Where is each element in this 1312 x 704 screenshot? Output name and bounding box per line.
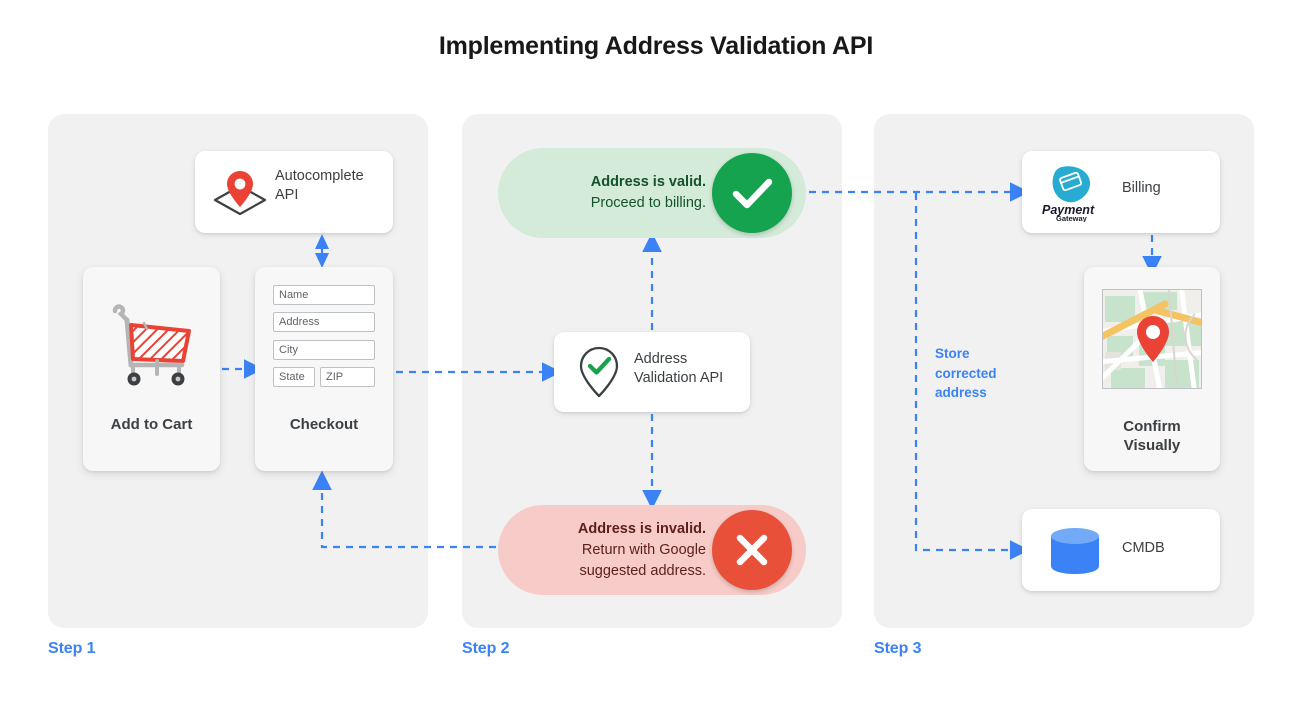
svg-text:Payment: Payment <box>1042 203 1095 217</box>
map-thumbnail-icon <box>1102 289 1202 389</box>
step-1-label: Step 1 <box>48 640 96 657</box>
step-2-label: Step 2 <box>462 640 510 657</box>
address-field[interactable]: Address <box>273 312 375 332</box>
add-to-cart-card[interactable]: Add to Cart <box>83 267 220 471</box>
cmdb-label: CMDB <box>1122 540 1165 556</box>
close-icon <box>736 534 768 566</box>
name-field[interactable]: Name <box>273 285 375 305</box>
zip-field[interactable]: ZIP <box>320 367 375 387</box>
state-field[interactable]: State <box>273 367 315 387</box>
autocomplete-api-card[interactable]: Autocomplete API <box>195 151 393 233</box>
city-field[interactable]: City <box>273 340 375 360</box>
address-validation-api-card[interactable]: Address Validation API <box>554 332 750 412</box>
store-corrected-address-caption: Store corrected address <box>935 346 997 400</box>
billing-card[interactable]: Payment Gateway Billing <box>1022 151 1220 233</box>
autocomplete-api-label: Autocomplete API <box>275 168 364 203</box>
check-icon <box>732 178 773 209</box>
cmdb-card[interactable]: CMDB <box>1022 509 1220 591</box>
shopping-cart-icon <box>112 304 191 386</box>
add-to-cart-label: Add to Cart <box>110 416 193 433</box>
database-cylinder-icon <box>1051 528 1099 574</box>
address-invalid-text: Address is invalid. Return with Google s… <box>577 521 706 579</box>
invalid-close-badge <box>712 510 792 590</box>
address-validation-api-label: Address Validation API <box>634 351 724 386</box>
svg-text:Gateway: Gateway <box>1056 214 1088 222</box>
page-title: Implementing Address Validation API <box>438 32 874 60</box>
confirm-visually-label: Confirm Visually <box>1123 418 1181 454</box>
confirm-visually-card[interactable]: Confirm Visually <box>1084 267 1220 471</box>
valid-check-badge <box>712 153 792 233</box>
address-valid-text: Address is valid. Proceed to billing. <box>590 174 706 211</box>
payment-gateway-logo: Payment Gateway <box>1042 166 1095 222</box>
map-pin-diamond-icon <box>213 171 267 216</box>
checkout-card[interactable]: Name Address City State ZIP Checkout <box>255 267 393 471</box>
step-3-label: Step 3 <box>874 640 922 657</box>
checkout-label: Checkout <box>289 416 359 433</box>
pin-check-icon <box>579 346 619 398</box>
billing-label: Billing <box>1122 180 1161 196</box>
